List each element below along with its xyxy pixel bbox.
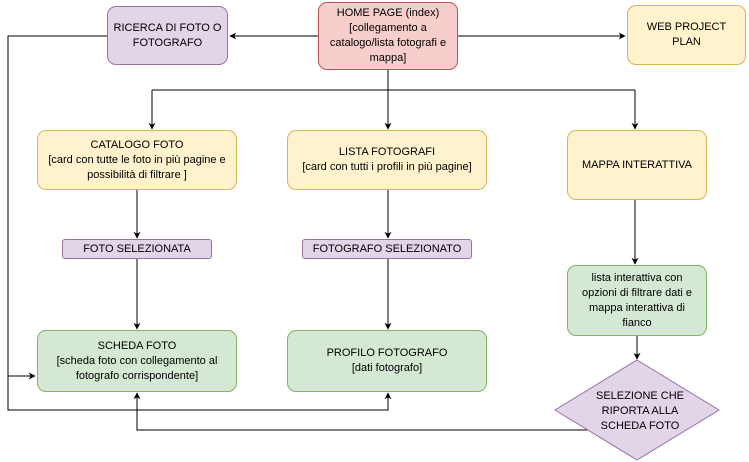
- catalogo-foto-node: CATALOGO FOTO [card con tutte le foto in…: [37, 130, 237, 190]
- profilo-fotografo-node: PROFILO FOTOGRAFO [dati fotografo]: [287, 330, 487, 392]
- lista-fotografi-label: LISTA FOTOGRAFI [card con tutti i profil…: [302, 146, 472, 173]
- fotografo-selezionato-label: FOTOGRAFO SELEZIONATO: [312, 242, 462, 255]
- lista-fotografi-node: LISTA FOTOGRAFI [card con tutti i profil…: [287, 130, 487, 190]
- lista-interattiva-label: lista interattiva con opzioni di filtrar…: [581, 271, 693, 329]
- mappa-label: MAPPA INTERATTIVA: [581, 158, 693, 171]
- edge-selezione-to-scheda: [133, 392, 637, 431]
- catalogo-foto-label: CATALOGO FOTO [card con tutte le foto in…: [48, 138, 226, 181]
- home-page-label: HOME PAGE (index) [collegamento a catalo…: [329, 7, 447, 64]
- ricerca-node: RICERCA DI FOTO O FOTOGRAFO: [107, 6, 228, 65]
- selezione-node: SELEZIONE CHE RIPORTA ALLA SCHEDA FOTO: [575, 386, 705, 436]
- fotografo-selezionato-node: FOTOGRAFO SELEZIONATO: [302, 239, 472, 259]
- home-page-node: HOME PAGE (index) [collegamento a catalo…: [318, 2, 458, 70]
- web-project-node: WEB PROJECT PLAN: [627, 5, 746, 65]
- edge-ricerca-left-trunk: [7, 35, 392, 411]
- selezione-diamond: [554, 359, 720, 461]
- scheda-foto-label: SCHEDA FOTO [scheda foto con collegament…: [56, 339, 218, 382]
- scheda-foto-node: SCHEDA FOTO [scheda foto con collegament…: [37, 330, 237, 392]
- selezione-label: SELEZIONE CHE RIPORTA ALLA SCHEDA FOTO: [595, 389, 685, 432]
- ricerca-label: RICERCA DI FOTO O FOTOGRAFO: [113, 21, 222, 49]
- foto-selezionata-label: FOTO SELEZIONATA: [83, 242, 191, 255]
- profilo-fotografo-label: PROFILO FOTOGRAFO [dati fotografo]: [326, 347, 448, 374]
- lista-interattiva-node: lista interattiva con opzioni di filtrar…: [567, 265, 707, 336]
- foto-selezionata-node: FOTO SELEZIONATA: [62, 239, 212, 259]
- web-project-label: WEB PROJECT PLAN: [646, 21, 727, 48]
- mappa-node: MAPPA INTERATTIVA: [567, 130, 707, 200]
